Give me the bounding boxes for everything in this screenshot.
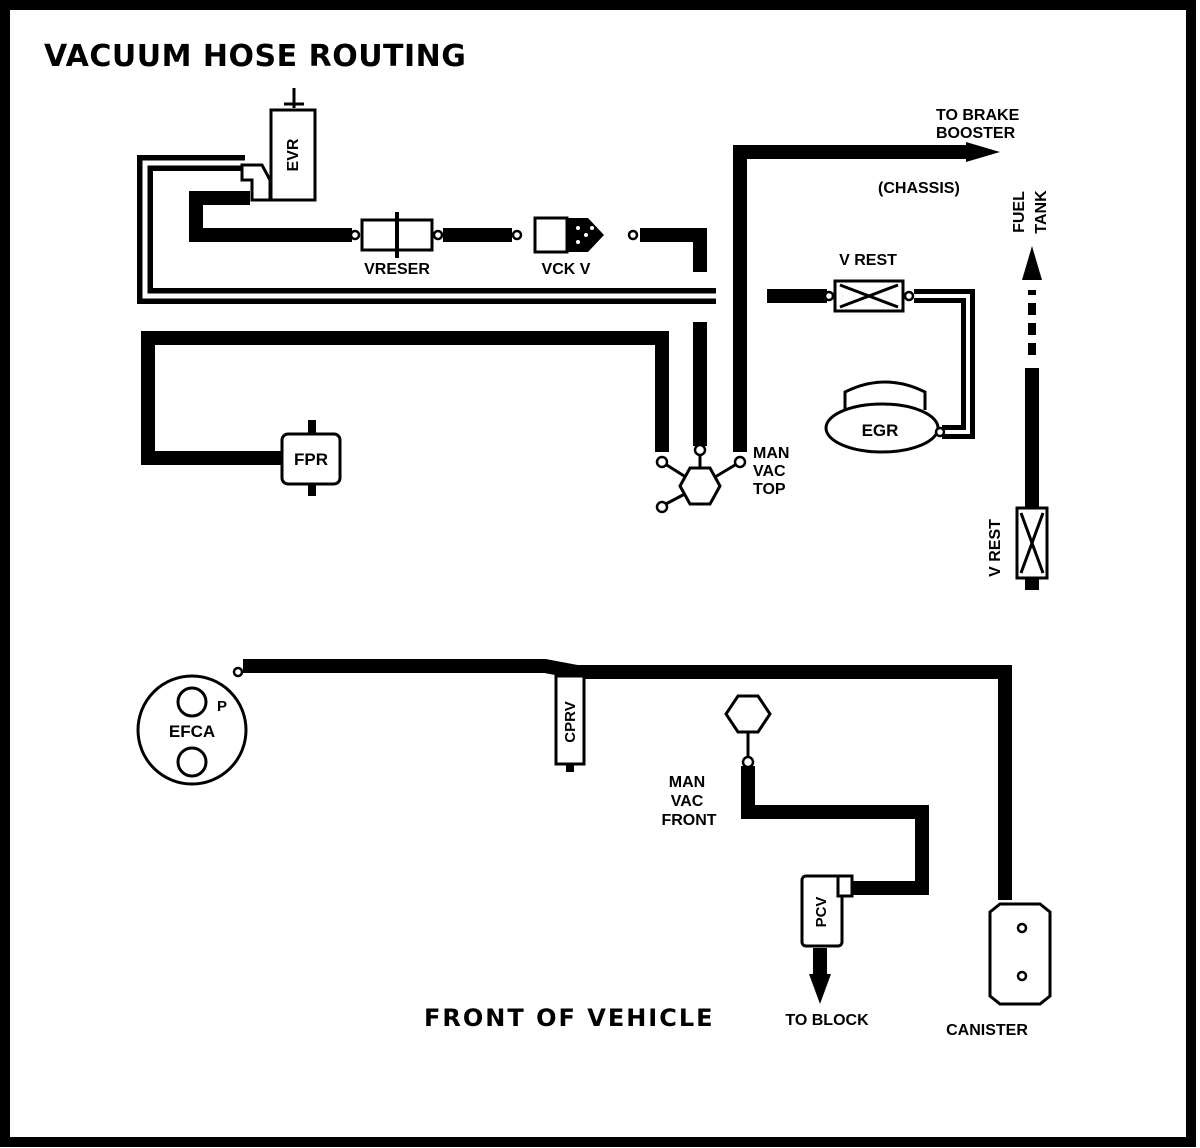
vckv-label: VCK V [542, 261, 591, 278]
vrest-egr-hose [914, 289, 975, 439]
fpr-regulator: FPR [280, 420, 342, 496]
vreser-reservoir: VRESER [349, 212, 444, 278]
efca-port-label: P [217, 698, 227, 715]
canister [988, 902, 1052, 1006]
svg-text:MAN: MAN [669, 774, 705, 791]
fuel-tank-arrow [1022, 246, 1042, 280]
to-block-label: TO BLOCK [785, 1012, 869, 1029]
to-block-arrow [809, 974, 831, 1004]
man-vac-top-fitting [655, 443, 747, 514]
egr-valve: EGR [824, 380, 946, 454]
fpr-hose [141, 331, 669, 465]
evr-solenoid: EVR [240, 88, 317, 202]
chassis-label: (CHASSIS) [878, 180, 960, 197]
canister-purge-hose [243, 659, 1012, 900]
front-of-vehicle-label: FRONT OF VEHICLE [424, 1004, 715, 1032]
evr-vreser-hose [189, 191, 352, 242]
evr-loop-hose [137, 155, 716, 304]
cprv-label: CPRV [562, 701, 579, 742]
efca-label: EFCA [169, 722, 215, 741]
man-vac-top-label: MAN VAC TOP [753, 445, 789, 498]
svg-text:TOP: TOP [753, 481, 786, 498]
efca-unit: EFCA P [136, 666, 248, 786]
canister-label: CANISTER [946, 1022, 1028, 1039]
vckv-manifold-hose [640, 228, 707, 272]
vrest-side-label: V REST [987, 519, 1004, 577]
man-vac-front-fitting [724, 694, 772, 769]
evr-label: EVR [285, 138, 302, 171]
fuel-tank-label: FUEL TANK [1011, 190, 1050, 234]
pcv-hose [741, 766, 929, 895]
cprv-valve: CPRV [554, 674, 586, 772]
fpr-label: FPR [294, 450, 328, 469]
to-brake-booster-label: TO BRAKE BOOSTER [936, 107, 1020, 142]
diagram-title: VACUUM HOSE ROUTING [44, 39, 466, 74]
man-vac-front-label: MAN VAC FRONT [661, 774, 716, 829]
brake-booster-hose [733, 145, 970, 452]
vrest-top-restrictor: V REST [823, 252, 915, 313]
svg-text:VAC: VAC [753, 463, 786, 480]
svg-text:VAC: VAC [671, 793, 704, 810]
svg-text:FRONT: FRONT [661, 812, 716, 829]
svg-text:TO BRAKE: TO BRAKE [936, 107, 1020, 124]
svg-text:BOOSTER: BOOSTER [936, 125, 1016, 142]
pcv-valve: PCV [800, 874, 854, 948]
vrest-side-restrictor: V REST [987, 506, 1049, 580]
egr-label: EGR [862, 421, 899, 440]
pcv-label: PCV [813, 897, 830, 928]
vreser-label: VRESER [364, 261, 430, 278]
svg-text:TANK: TANK [1033, 190, 1050, 234]
vckv-check-valve: VCK V [511, 216, 639, 278]
vrest-top-label: V REST [839, 252, 897, 269]
brake-booster-arrow [966, 142, 1000, 162]
svg-text:MAN: MAN [753, 445, 789, 462]
svg-text:FUEL: FUEL [1011, 191, 1028, 233]
